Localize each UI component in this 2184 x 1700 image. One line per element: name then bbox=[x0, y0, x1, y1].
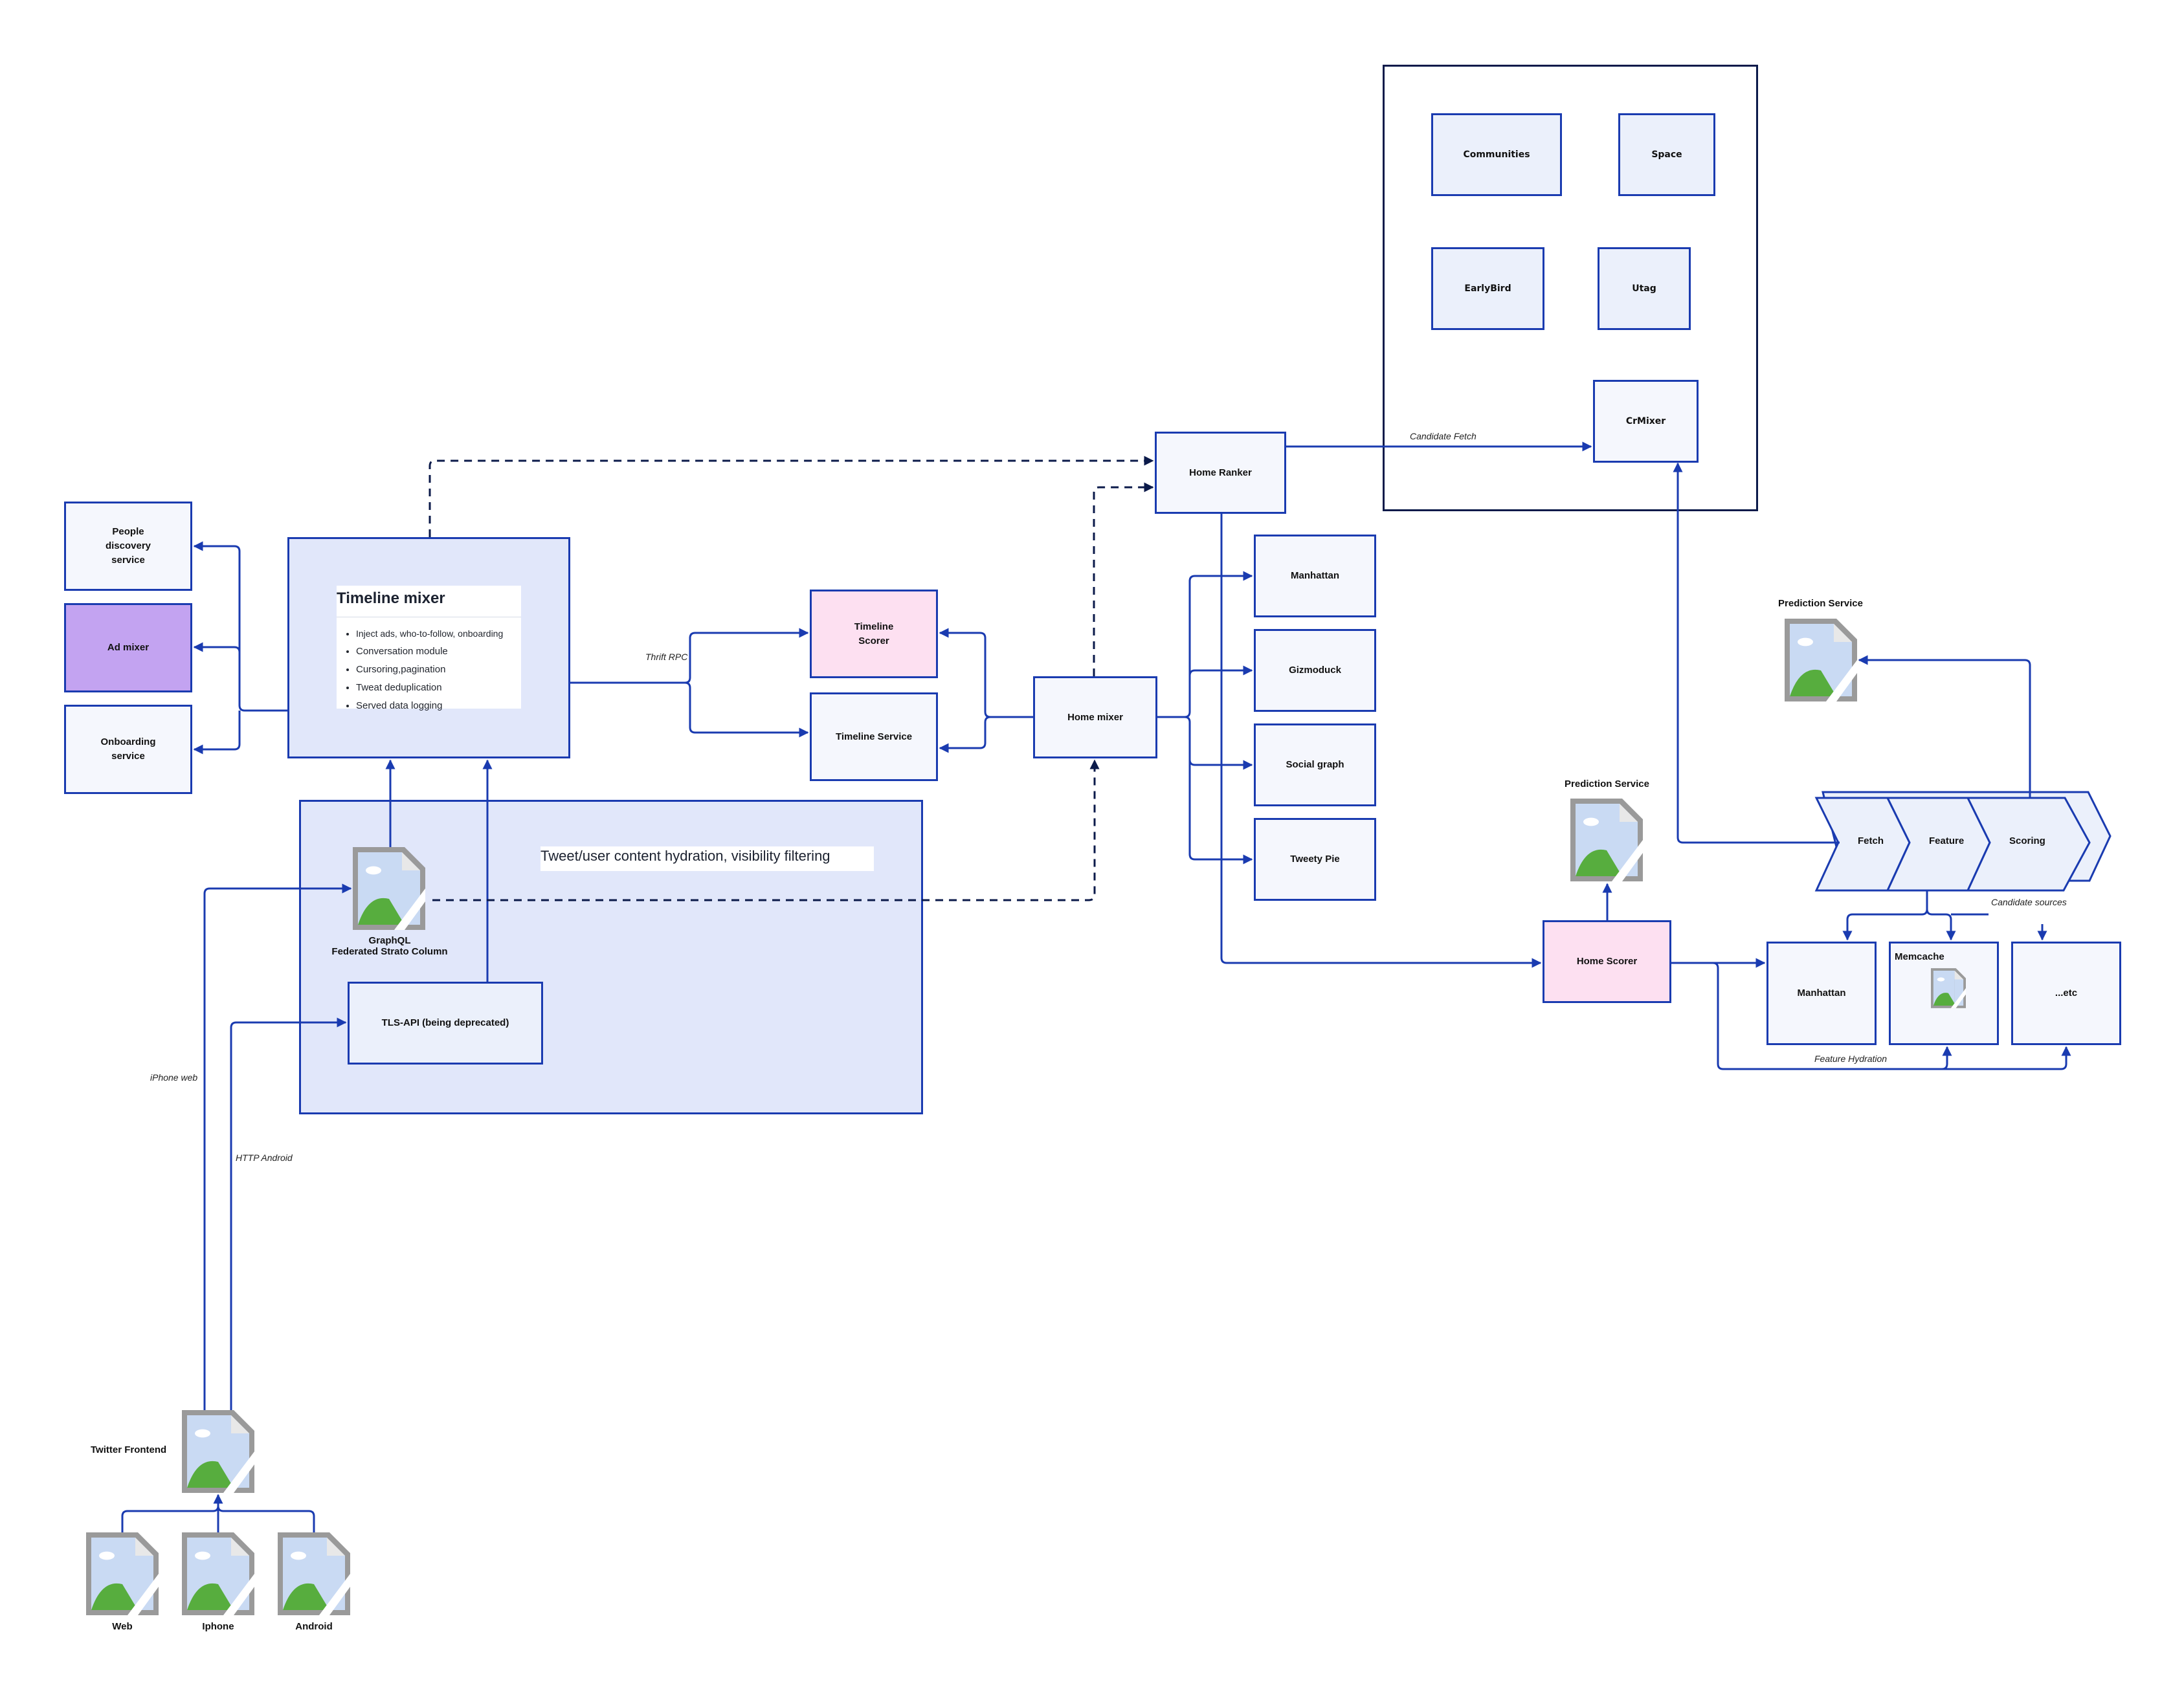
node-label: Ad mixer bbox=[107, 642, 150, 653]
edge-pipeline-to-memcache bbox=[1926, 909, 1956, 941]
bullet-item: Cursoring,pagination bbox=[356, 661, 521, 679]
node-onboarding-service[interactable]: Onboarding service bbox=[64, 705, 192, 794]
pipeline-stage-feature[interactable]: Feature bbox=[1929, 835, 1965, 846]
bullet-item: Conversation module bbox=[356, 643, 521, 661]
client-label-android: Android bbox=[295, 1621, 333, 1632]
node-label: CrMixer bbox=[1625, 416, 1666, 426]
node-social-graph[interactable]: Social graph bbox=[1254, 723, 1376, 806]
twitter-frontend-image-icon[interactable] bbox=[182, 1410, 254, 1493]
node-label: Manhattan bbox=[1797, 988, 1846, 999]
node-crmixer[interactable]: CrMixer bbox=[1593, 380, 1699, 463]
edge-hm-to-manhattan bbox=[1184, 571, 1253, 718]
node-label: Onboarding service bbox=[100, 736, 156, 762]
node-label: Memcache bbox=[1895, 951, 1944, 962]
pipeline-stage-scoring[interactable]: Scoring bbox=[2009, 835, 2045, 846]
edge-thrift-to-service bbox=[684, 681, 809, 738]
timeline-mixer-bullets: Inject ads, who-to-follow, onboarding Co… bbox=[337, 625, 521, 716]
edge-tm-to-onboarding bbox=[193, 711, 241, 755]
bullet-item: Tweat deduplication bbox=[356, 679, 521, 698]
node-label: TLS-API (being deprecated) bbox=[381, 1017, 509, 1028]
node-earlybird[interactable]: EarlyBird bbox=[1431, 247, 1544, 330]
node-label: Tweety Pie bbox=[1290, 854, 1340, 865]
bullet-item: Served data logging bbox=[356, 698, 521, 716]
edge-hm-to-socialgraph bbox=[1184, 716, 1253, 770]
node-label: EarlyBird bbox=[1464, 283, 1511, 294]
node-label: ...etc bbox=[2055, 988, 2078, 999]
edge-hm-to-gizmoduck bbox=[1188, 665, 1253, 676]
iphone-client-image-icon[interactable] bbox=[182, 1532, 254, 1615]
edge-hm-to-scorer bbox=[939, 628, 991, 718]
android-client-image-icon[interactable] bbox=[278, 1532, 350, 1615]
prediction-service-image-icon[interactable] bbox=[1785, 619, 1857, 701]
node-space[interactable]: Space bbox=[1618, 113, 1715, 196]
edge-tm-to-ranker-dashed bbox=[429, 456, 1154, 537]
edge-tm-to-people bbox=[193, 541, 287, 712]
node-home-scorer[interactable]: Home Scorer bbox=[1543, 920, 1671, 1003]
prediction-service-image-icon[interactable] bbox=[1570, 799, 1643, 881]
edge-label-candidate-sources: Candidate sources bbox=[1991, 897, 2067, 907]
edge-pipeline-to-manhattan bbox=[1842, 909, 1928, 941]
edge-tm-to-admixer bbox=[193, 642, 241, 653]
edge-label-candidate-fetch: Candidate Fetch bbox=[1410, 431, 1476, 441]
graphql-label: GraphQL Federated Strato Column bbox=[331, 935, 448, 957]
node-home-mixer[interactable]: Home mixer bbox=[1033, 676, 1157, 758]
client-label-web: Web bbox=[112, 1621, 133, 1632]
timeline-mixer-card: Timeline mixer Inject ads, who-to-follow… bbox=[337, 586, 521, 711]
prediction-service-label-right: Prediction Service bbox=[1778, 598, 1863, 609]
node-people-discovery-service[interactable]: People discovery service bbox=[64, 502, 192, 591]
node-label: Social graph bbox=[1286, 759, 1344, 770]
node-gizmoduck[interactable]: Gizmoduck bbox=[1254, 629, 1376, 712]
node-label: Home Scorer bbox=[1576, 956, 1638, 967]
twitter-frontend-label: Twitter Frontend bbox=[91, 1444, 167, 1455]
node-utag[interactable]: Utag bbox=[1598, 247, 1691, 330]
node-label: People discovery service bbox=[105, 526, 151, 566]
node-label: Utag bbox=[1632, 283, 1656, 294]
node-ad-mixer[interactable]: Ad mixer bbox=[64, 603, 192, 692]
node-label: Home Ranker bbox=[1189, 467, 1252, 478]
edge-hm-to-ranker-dashed bbox=[1093, 482, 1154, 676]
pipeline-stage-fetch[interactable]: Fetch bbox=[1858, 835, 1884, 846]
memcache-image-icon bbox=[1931, 967, 1966, 1009]
node-label: Timeline Scorer bbox=[854, 621, 894, 646]
graphql-label-line2: Federated Strato Column bbox=[331, 946, 448, 957]
edge-web-to-frontend bbox=[121, 1494, 223, 1532]
node-candidate-manhattan[interactable]: Manhattan bbox=[1766, 942, 1877, 1045]
hydration-caption: Tweet/user content hydration, visibility… bbox=[540, 846, 874, 871]
graphql-label-line1: GraphQL bbox=[368, 935, 411, 946]
graphql-image-icon[interactable] bbox=[353, 847, 425, 930]
node-communities[interactable]: Communities bbox=[1431, 113, 1562, 196]
prediction-service-label-left: Prediction Service bbox=[1565, 778, 1649, 789]
edge-label-http-android: HTTP Android bbox=[236, 1153, 293, 1163]
node-manhattan[interactable]: Manhattan bbox=[1254, 535, 1376, 617]
edge-android-to-frontend bbox=[217, 1505, 315, 1532]
node-etc[interactable]: ...etc bbox=[2011, 942, 2121, 1045]
bullet-item: Inject ads, who-to-follow, onboarding bbox=[356, 625, 521, 643]
node-label: Space bbox=[1651, 149, 1682, 160]
edge-label-thrift-rpc: Thrift RPC bbox=[645, 652, 688, 662]
client-label-iphone: Iphone bbox=[202, 1621, 234, 1632]
node-label: Home mixer bbox=[1067, 711, 1123, 723]
edge-feature-hydration-etc bbox=[1942, 1047, 2061, 1070]
edge-thrift-to-scorer bbox=[684, 628, 809, 684]
web-client-image-icon[interactable] bbox=[86, 1532, 159, 1615]
node-home-ranker[interactable]: Home Ranker bbox=[1155, 432, 1286, 514]
edge-hm-to-tweetypie bbox=[1188, 760, 1253, 865]
node-tls-api[interactable]: TLS-API (being deprecated) bbox=[348, 982, 543, 1065]
node-label: Communities bbox=[1463, 149, 1530, 160]
node-label: Manhattan bbox=[1291, 570, 1339, 581]
edge-label-feature-hydration: Feature Hydration bbox=[1814, 1054, 1888, 1064]
node-tweety-pie[interactable]: Tweety Pie bbox=[1254, 818, 1376, 901]
node-label: Gizmoduck bbox=[1289, 665, 1341, 676]
node-timeline-scorer[interactable]: Timeline Scorer bbox=[810, 590, 938, 678]
edge-hm-to-service bbox=[939, 716, 991, 753]
timeline-mixer-title: Timeline mixer bbox=[337, 586, 521, 617]
edge-label-iphone-web: iPhone web bbox=[150, 1072, 198, 1083]
node-label: Timeline Service bbox=[835, 731, 913, 742]
edge-scoring-to-prediction bbox=[1858, 655, 2031, 798]
node-timeline-service[interactable]: Timeline Service bbox=[810, 692, 938, 781]
